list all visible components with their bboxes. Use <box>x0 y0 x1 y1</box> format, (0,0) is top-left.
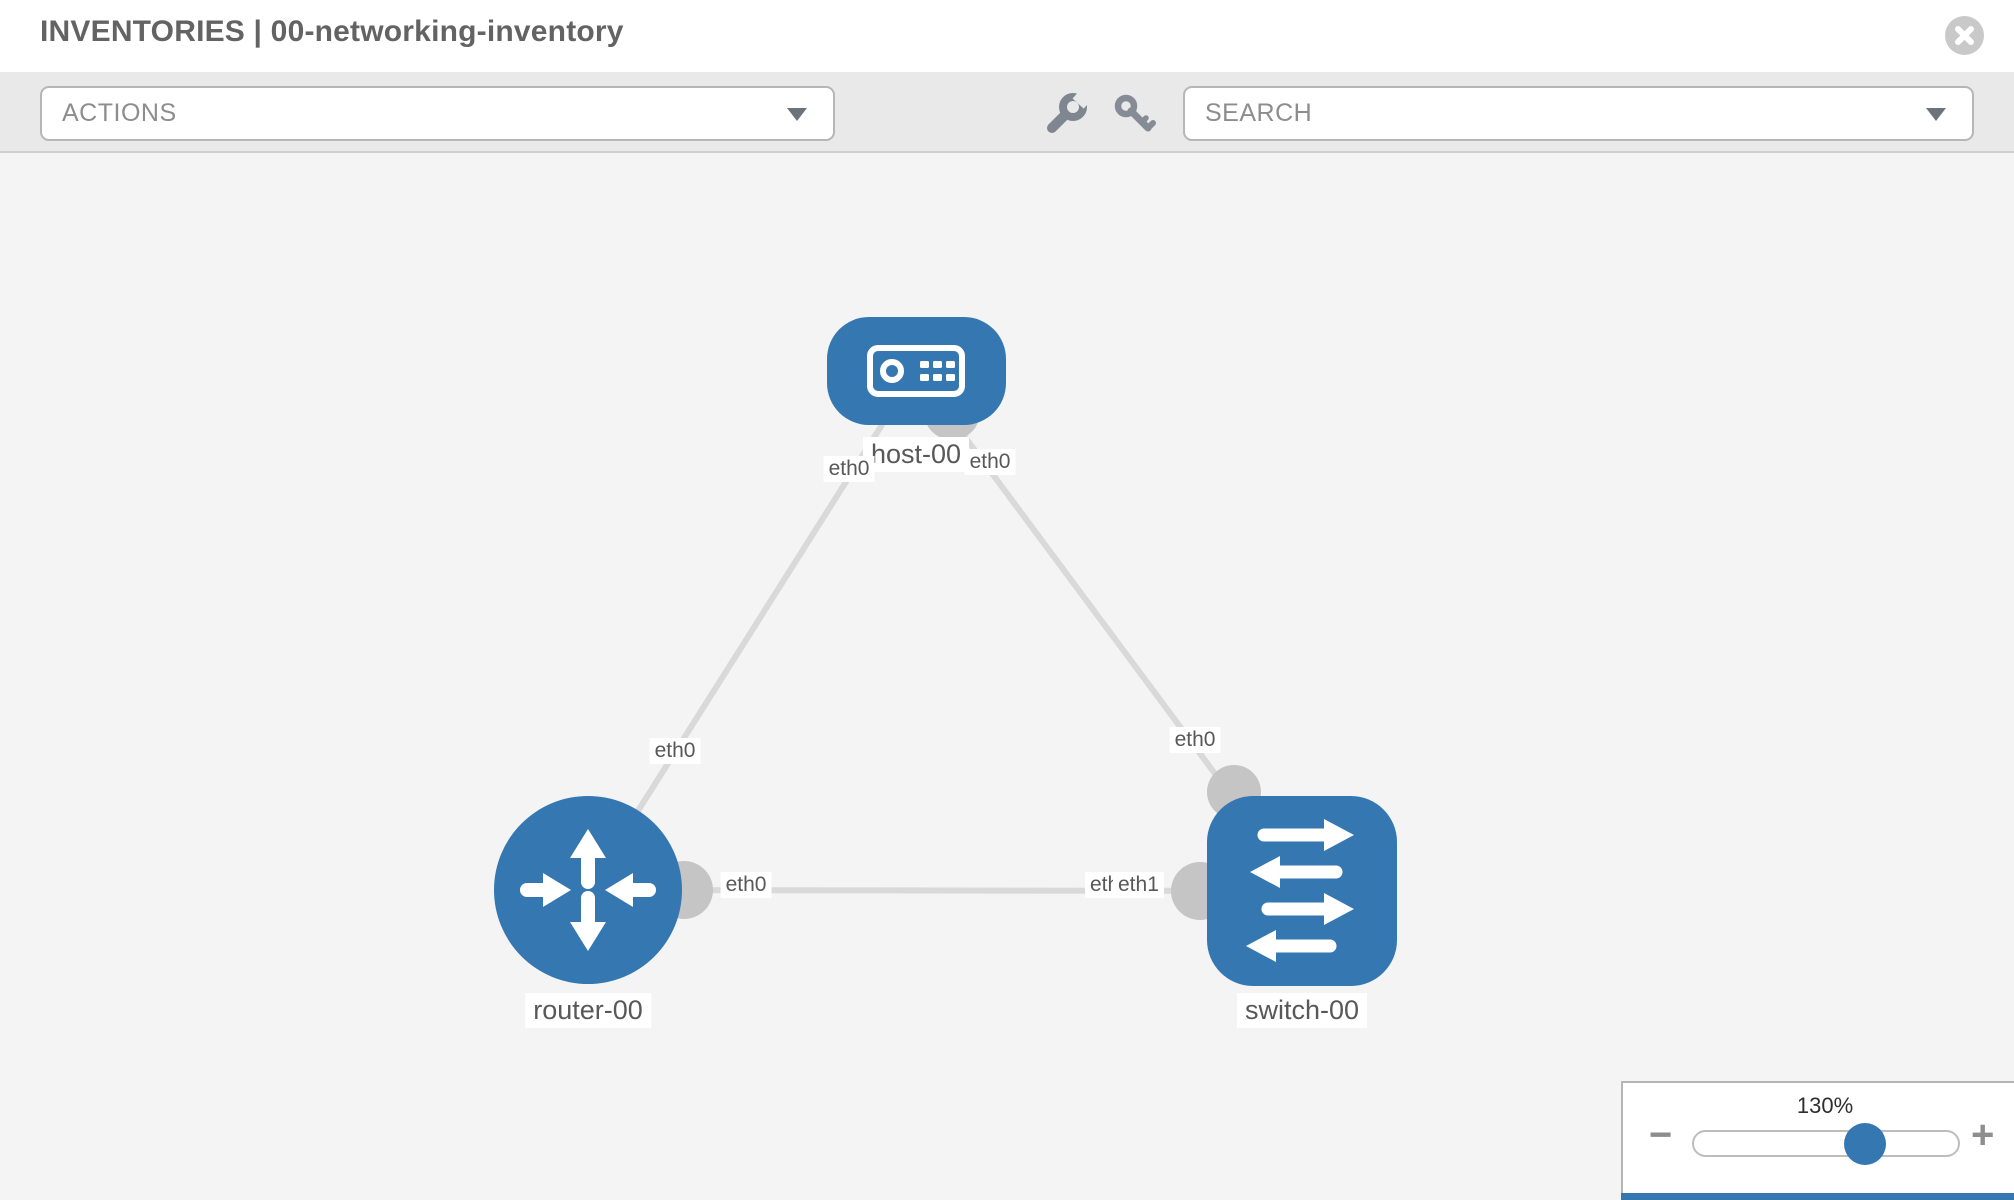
toolbar: ACTIONS SEARCH <box>0 72 2014 153</box>
zoom-slider-track[interactable] <box>1692 1130 1960 1157</box>
zoom-panel: 130% − + <box>1621 1081 2014 1193</box>
port-label-router-eth0-top: eth0 <box>649 738 701 764</box>
node-label-switch[interactable]: switch-00 <box>1236 993 1368 1028</box>
zoom-out-button[interactable]: − <box>1649 1113 1673 1157</box>
zoom-level-value: 130% <box>1796 1093 1854 1118</box>
switch-icon <box>1246 819 1354 962</box>
wrench-icon[interactable] <box>1044 92 1088 136</box>
node-label-router[interactable]: router-00 <box>525 993 651 1028</box>
actions-dropdown[interactable]: ACTIONS <box>40 86 835 141</box>
port-label-host-eth0-right: eth0 <box>964 449 1016 475</box>
port-label-host-eth0-left: eth0 <box>823 456 875 482</box>
search-dropdown[interactable]: SEARCH <box>1183 86 1974 141</box>
search-dropdown-label: SEARCH <box>1205 99 1313 127</box>
node-label-host[interactable]: host-00 <box>862 437 970 472</box>
port-label-switch-eth1: eth1 <box>1113 872 1164 898</box>
node-switch[interactable] <box>1207 796 1397 986</box>
node-host[interactable] <box>827 317 1006 425</box>
host-device-icon <box>867 345 965 397</box>
key-icon[interactable] <box>1112 92 1156 136</box>
x-glyph <box>1955 26 1974 45</box>
topology-canvas[interactable] <box>0 153 2014 1200</box>
page-title: INVENTORIES | 00-networking-inventory <box>40 15 624 48</box>
panel-bottom-strip <box>1621 1193 2014 1200</box>
port-label-switch-eth0-top: eth0 <box>1169 727 1221 753</box>
chevron-down-icon <box>1926 107 1946 121</box>
chevron-down-icon <box>787 107 807 121</box>
header: INVENTORIES | 00-networking-inventory <box>0 0 2014 72</box>
router-icon <box>520 829 656 951</box>
actions-dropdown-label: ACTIONS <box>62 99 177 127</box>
zoom-in-button[interactable]: + <box>1971 1113 1995 1157</box>
node-router[interactable] <box>494 796 682 984</box>
zoom-slider-thumb[interactable] <box>1844 1123 1886 1165</box>
close-icon[interactable] <box>1945 16 1984 55</box>
port-label-router-eth0-right: eth0 <box>720 872 772 898</box>
